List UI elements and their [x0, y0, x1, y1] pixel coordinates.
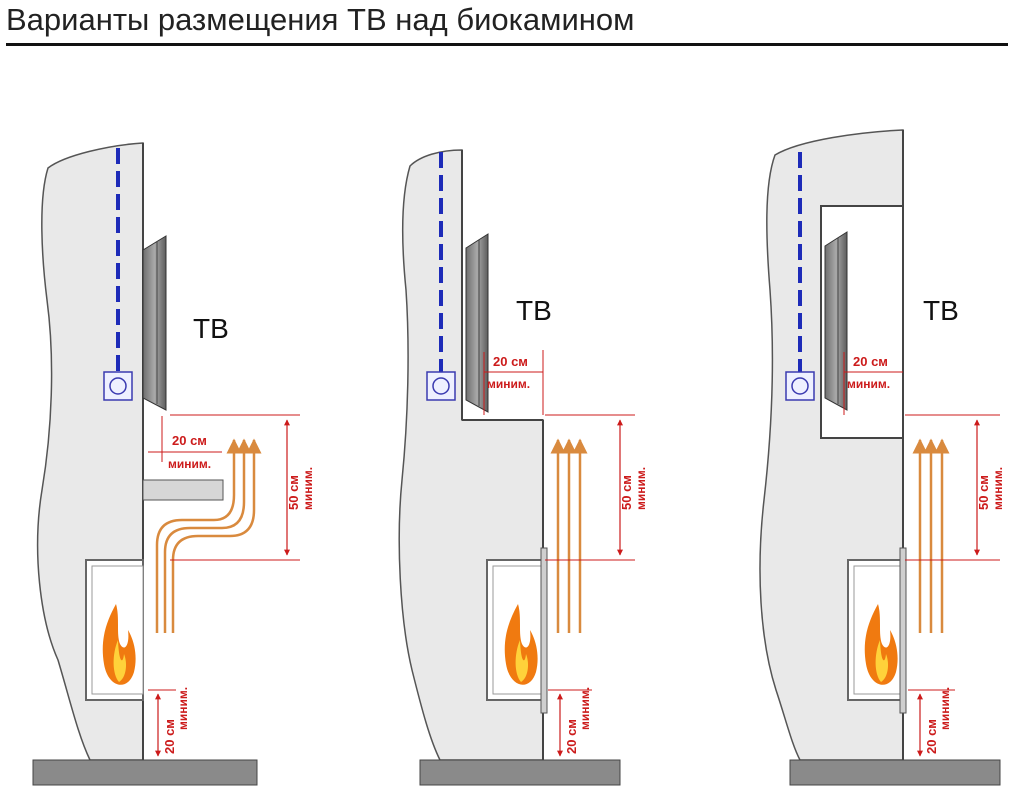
floor-gap-value: 20 см — [924, 719, 939, 754]
dimension-heat-gap: 50 см миним. — [905, 414, 1005, 561]
tv-label: ТВ — [516, 295, 552, 326]
socket-icon — [785, 371, 815, 401]
socket-icon — [426, 371, 456, 401]
dimension-tv-gap: 20 см миним. — [843, 352, 903, 415]
heat-arrows — [550, 438, 588, 633]
dimension-floor-gap: 20 см миним. — [548, 687, 592, 757]
tv-screen-icon — [824, 231, 848, 411]
tv-gap-note: миним. — [487, 377, 530, 391]
dimension-floor-gap: 20 см миним. — [148, 687, 190, 757]
flame-icon — [102, 604, 136, 685]
floor-gap-value: 20 см — [162, 719, 177, 754]
heat-gap-note: миним. — [991, 467, 1005, 510]
heat-arrows — [155, 438, 262, 633]
panel-1: ТВ 20 см миним. 50 см миним. — [32, 142, 315, 786]
floor-gap-note: миним. — [938, 687, 952, 730]
socket-icon — [103, 371, 133, 401]
dimension-tv-gap: 20 см миним. — [148, 416, 222, 471]
flame-icon — [504, 604, 538, 685]
panel-2: ТВ 20 см миним. 50 см — [398, 149, 648, 786]
tv-gap-value: 20 см — [172, 433, 207, 448]
heat-gap-note: миним. — [634, 467, 648, 510]
floor-gap-value: 20 см — [564, 719, 579, 754]
heat-gap-value: 50 см — [286, 475, 301, 510]
fireplace — [85, 559, 144, 701]
heat-gap-value: 50 см — [976, 475, 991, 510]
title-underline — [6, 43, 1008, 46]
dimension-heat-gap: 50 см миним. — [170, 414, 315, 561]
heat-gap-value: 50 см — [619, 475, 634, 510]
page-title: Варианты размещения ТВ над биокамином — [6, 2, 635, 37]
tv-gap-note: миним. — [847, 377, 890, 391]
tv-gap-value: 20 см — [853, 354, 888, 369]
dimension-floor-gap: 20 см миним. — [908, 687, 955, 757]
tv-label: ТВ — [923, 295, 959, 326]
tv-gap-note: миним. — [168, 457, 211, 471]
floor-gap-note: миним. — [176, 687, 190, 730]
tv-label: ТВ — [193, 313, 229, 344]
tv-screen-icon — [465, 233, 489, 413]
dimension-heat-gap: 50 см миним. — [545, 414, 648, 561]
dimension-tv-gap: 20 см миним. — [483, 350, 544, 415]
floor — [789, 759, 1001, 786]
floor — [419, 759, 621, 786]
floor — [32, 759, 258, 786]
heat-arrows — [912, 438, 950, 633]
floor-gap-note: миним. — [578, 687, 592, 730]
panel-3: ТВ 20 см миним. 50 см миним. — [759, 129, 1005, 786]
flame-icon — [864, 604, 898, 685]
shelf — [142, 479, 224, 501]
tv-screen-icon — [142, 235, 167, 411]
tv-gap-value: 20 см — [493, 354, 528, 369]
fireplace — [486, 547, 548, 714]
heat-gap-note: миним. — [301, 467, 315, 510]
fireplace — [847, 547, 907, 714]
